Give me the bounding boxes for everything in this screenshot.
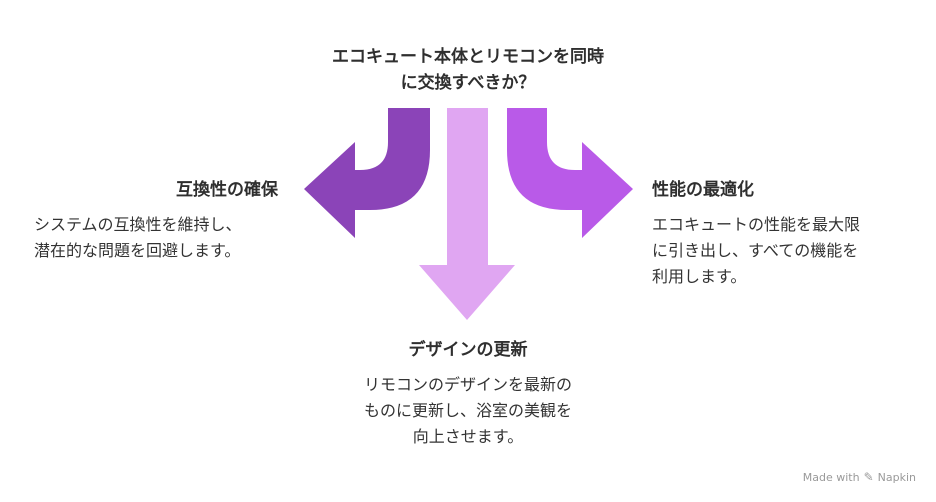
credit-text: Made with: [802, 470, 860, 484]
bottom-heading: デザインの更新: [408, 340, 528, 360]
diagram-title: エコキュート本体とリモコンを同時 に交換すべきか？: [268, 44, 668, 96]
left-branch: 互換性の確保 システムの互換性を維持し、 潜在的な問題を回避します。: [0, 178, 282, 264]
left-curved-arrow: [304, 108, 430, 238]
bottom-desc-line-1: リモコンのデザインを最新の: [363, 375, 572, 394]
title-line-1: エコキュート本体とリモコンを同時: [332, 47, 604, 67]
credit-brand: Napkin: [877, 470, 916, 484]
right-desc-line-2: に引き出し、すべての機能を: [652, 241, 859, 260]
right-desc-line-1: エコキュートの性能を最大限: [652, 215, 861, 234]
bottom-description: リモコンのデザインを最新の ものに更新し、浴室の美観を 向上させます。: [318, 372, 618, 450]
left-desc-line-1: システムの互換性を維持し、: [34, 215, 242, 234]
napkin-logo-icon: ✎: [863, 470, 874, 484]
right-heading: 性能の最適化: [652, 180, 754, 200]
right-branch: 性能の最適化 エコキュートの性能を最大限 に引き出し、すべての機能を 利用します…: [652, 178, 932, 290]
right-description: エコキュートの性能を最大限 に引き出し、すべての機能を 利用します。: [652, 212, 932, 290]
left-desc-line-2: 潜在的な問題を回避します。: [34, 241, 241, 260]
center-down-arrow: [419, 108, 515, 320]
right-desc-line-3: 利用します。: [652, 267, 747, 286]
left-description: システムの互換性を維持し、 潜在的な問題を回避します。: [0, 212, 282, 264]
bottom-desc-line-2: ものに更新し、浴室の美観を: [363, 401, 572, 420]
bottom-branch: デザインの更新 リモコンのデザインを最新の ものに更新し、浴室の美観を 向上させ…: [318, 338, 618, 450]
bottom-desc-line-3: 向上させます。: [412, 427, 524, 446]
title-line-2: に交換すべきか？: [400, 73, 536, 93]
right-curved-arrow: [507, 108, 633, 238]
left-heading: 互換性の確保: [176, 180, 278, 200]
made-with-napkin-credit[interactable]: Made with ✎ Napkin: [803, 470, 916, 484]
